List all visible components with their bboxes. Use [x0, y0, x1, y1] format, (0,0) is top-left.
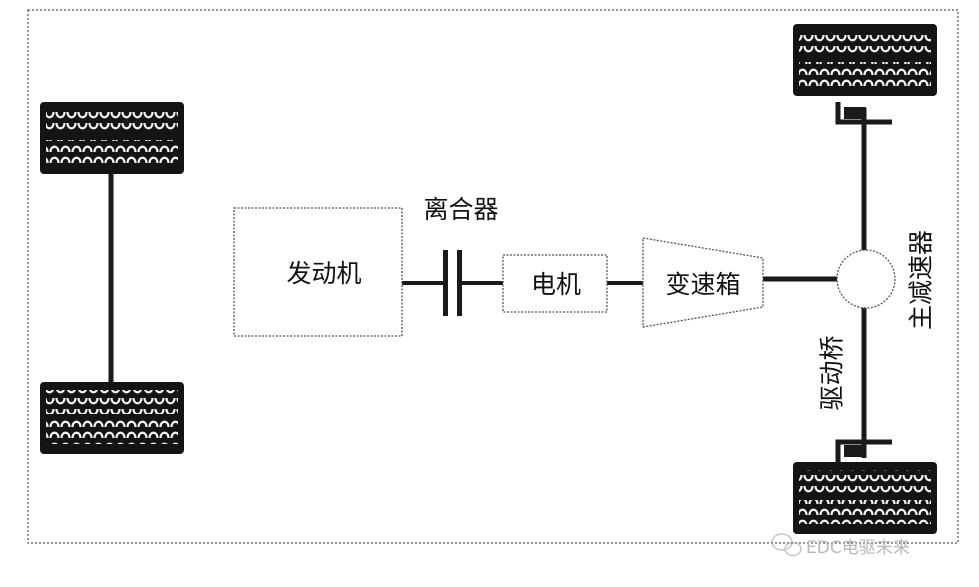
drive-axle-label: 驱动桥: [818, 335, 847, 410]
clutch-plate-left: [443, 250, 448, 316]
watermark: EDC电驱未来: [771, 533, 910, 558]
wechat-icon: [771, 533, 802, 557]
rear-left-top-tire-icon: [40, 102, 184, 174]
engine-label: 发动机: [286, 259, 361, 288]
clutch-plate-right: [457, 250, 462, 316]
outer-frame: [27, 9, 959, 544]
engine-box: [233, 207, 403, 337]
front-right-top-tire-icon: [793, 24, 937, 96]
gearbox-label: 变速箱: [665, 270, 740, 299]
gearbox-shape: [642, 237, 764, 328]
final-drive-label: 主减速器: [907, 230, 936, 330]
rear-left-bottom-tire-icon: [40, 382, 184, 454]
final-drive-circle: [836, 249, 896, 309]
watermark-text: EDC电驱未来: [806, 538, 910, 558]
motor-label: 电机: [531, 270, 581, 299]
top-hub-bracket: [835, 102, 892, 125]
front-right-bottom-tire-icon: [793, 462, 937, 534]
clutch-label: 离合器: [423, 195, 498, 224]
motor-box: [502, 254, 608, 313]
bottom-hub-bracket: [835, 439, 892, 462]
